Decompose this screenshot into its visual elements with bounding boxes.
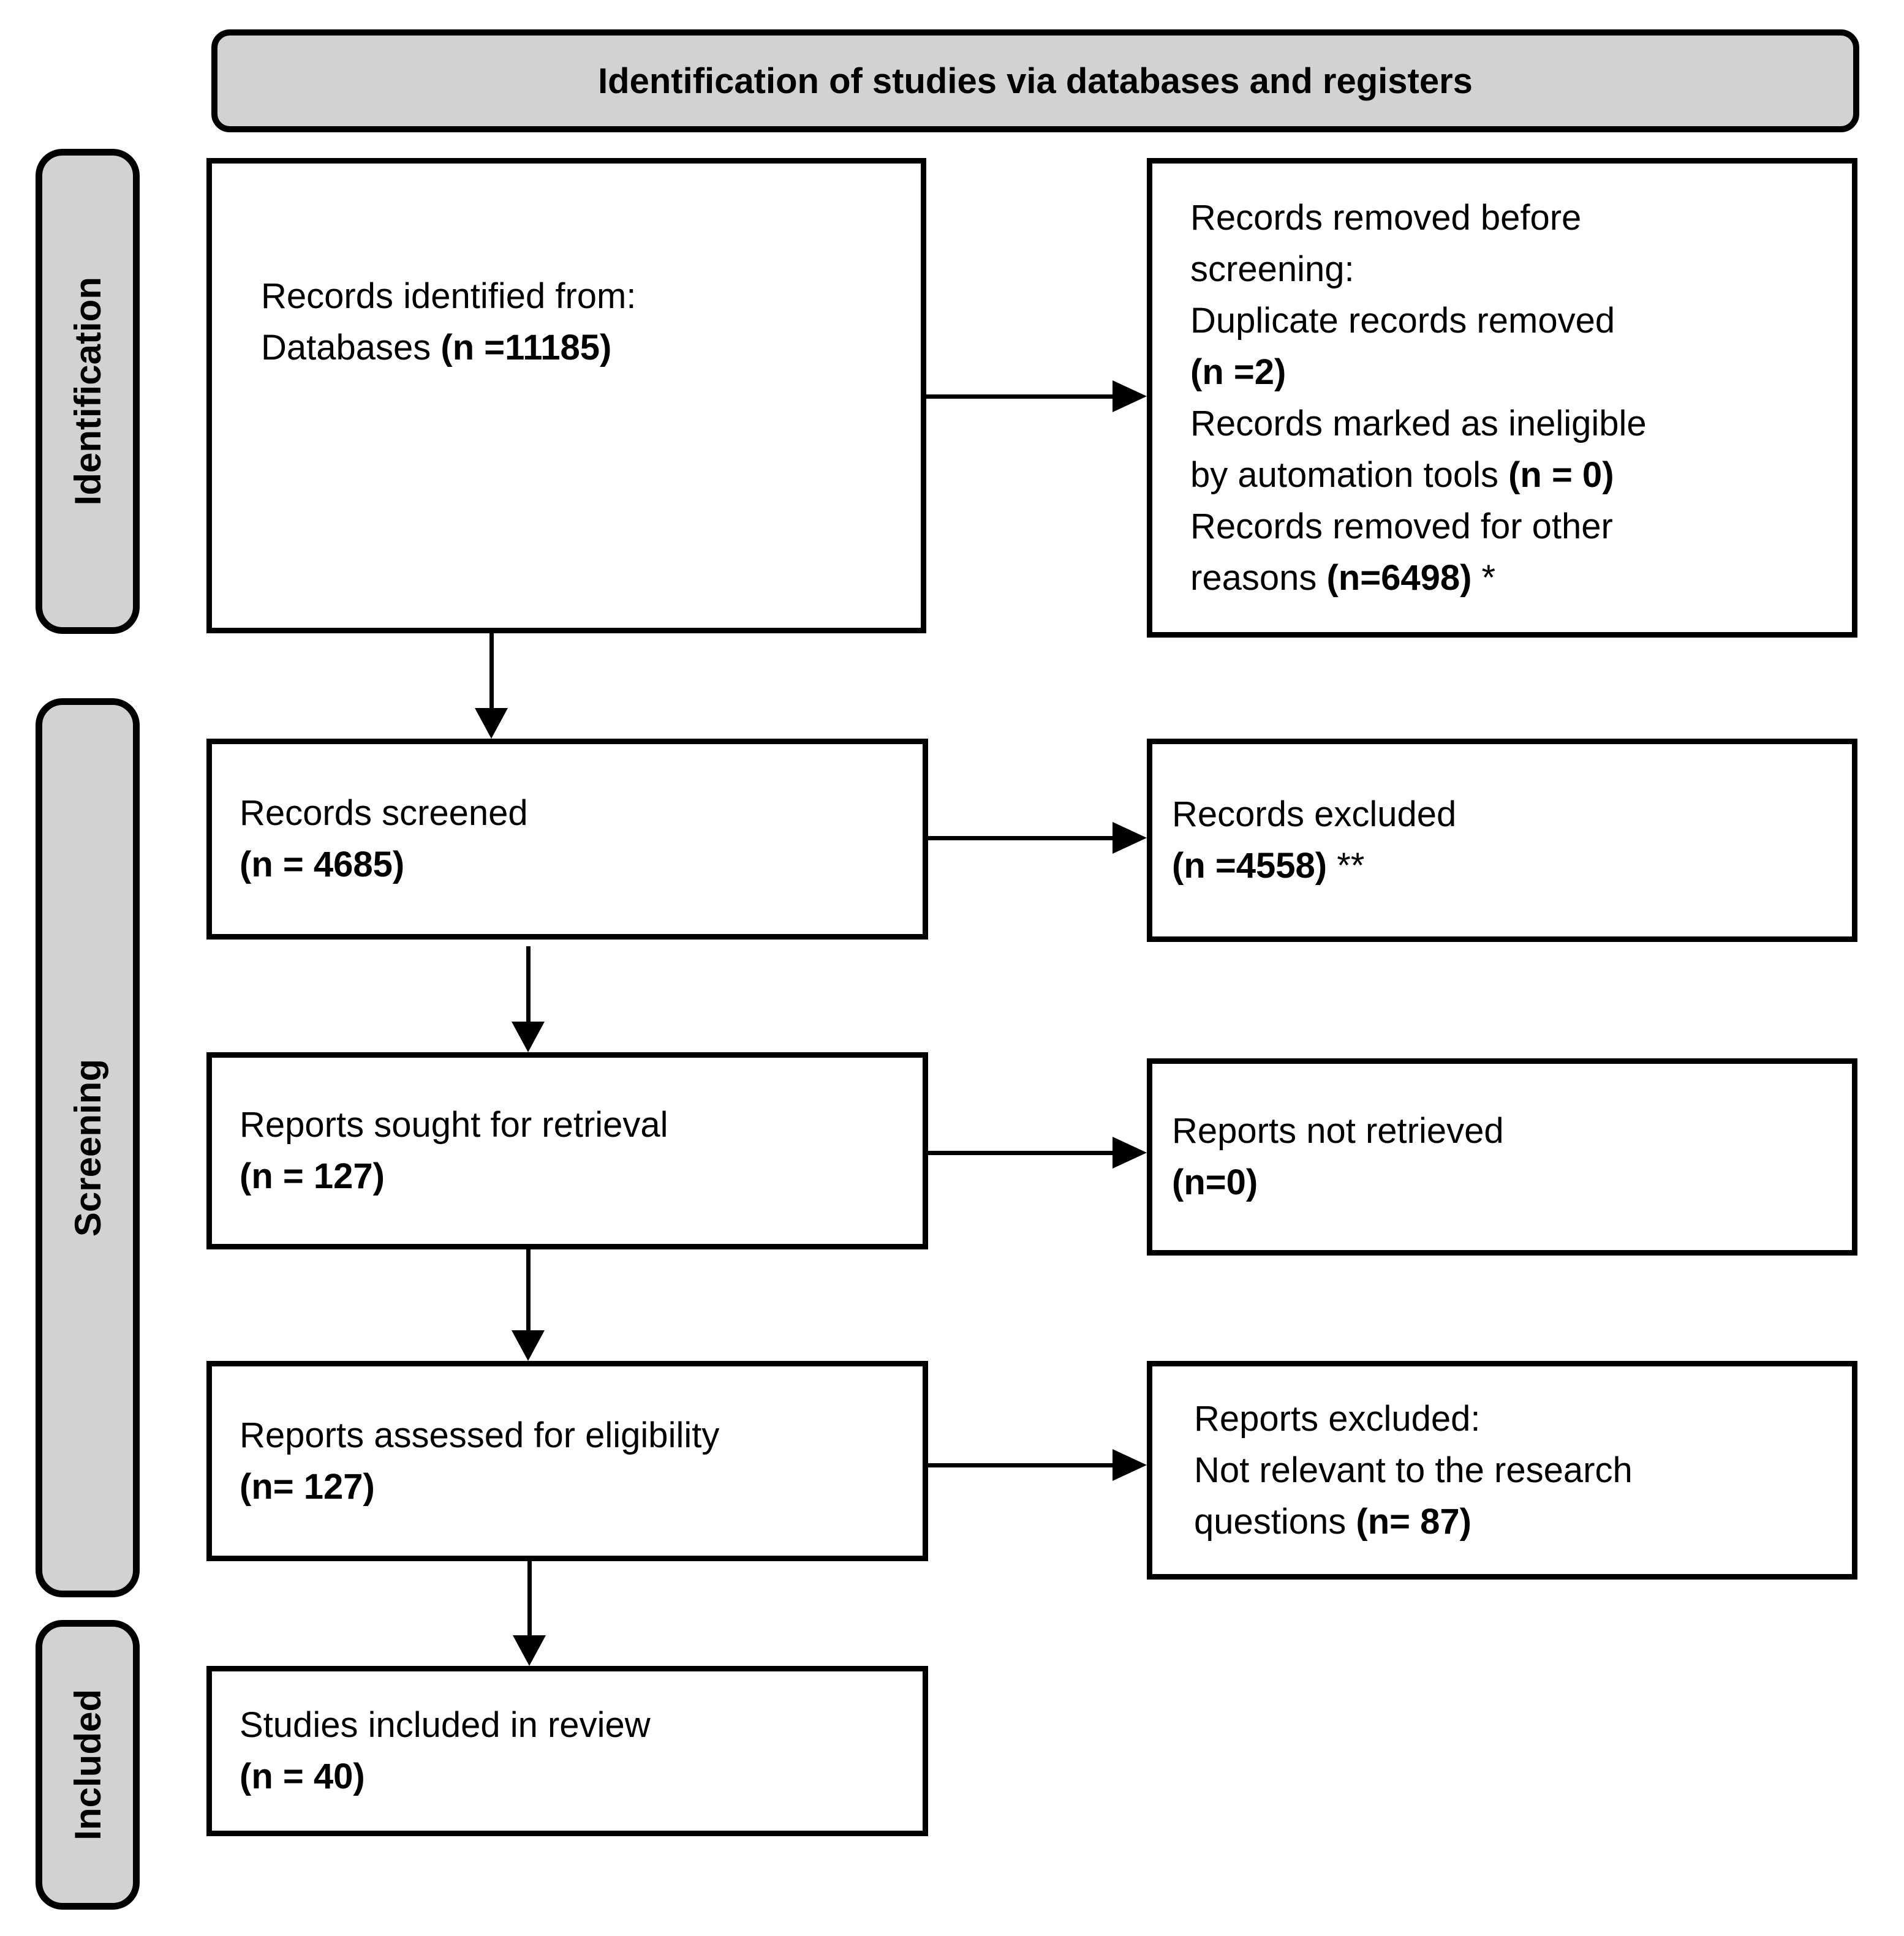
- box-records-identified-line1: Records identified from:: [261, 276, 637, 316]
- box-reports-excluded-line2: Not relevant to the research: [1194, 1450, 1633, 1490]
- box-records-excluded: Records excluded (n =4558) **: [1147, 739, 1857, 942]
- diagram-title: Identification of studies via databases …: [598, 61, 1473, 101]
- stage-label-screening: Screening: [36, 698, 140, 1597]
- arrow-assessed-to-included-head: [513, 1635, 546, 1666]
- box-reports-not-retrieved: Reports not retrieved (n=0): [1147, 1058, 1857, 1256]
- box-records-removed-line6: by automation tools (n = 0): [1190, 454, 1614, 495]
- stage-label-identification-text: Identification: [67, 277, 108, 506]
- box-records-removed-line1: Records removed before: [1190, 197, 1582, 238]
- box-records-removed-line7: Records removed for other: [1190, 506, 1613, 546]
- arrow-sought-to-notretrieved-head: [1113, 1137, 1147, 1169]
- box-records-identified-line2: Databases (n =11185): [261, 328, 612, 367]
- stage-label-included-text: Included: [67, 1689, 108, 1840]
- box-reports-sought-line2: (n = 127): [240, 1156, 385, 1196]
- box-reports-assessed-line2: (n= 127): [240, 1466, 375, 1507]
- box-reports-excluded-line3: questions (n= 87): [1194, 1501, 1471, 1542]
- box-records-removed-line3: Duplicate records removed: [1190, 300, 1615, 341]
- box-records-removed-line5: Records marked as ineligible: [1190, 403, 1647, 443]
- box-reports-sought-line1: Reports sought for retrieval: [240, 1105, 668, 1145]
- box-records-removed: Records removed before screening: Duplic…: [1147, 158, 1857, 638]
- box-studies-included-line2: (n = 40): [240, 1757, 365, 1796]
- box-records-removed-line4: (n =2): [1190, 352, 1286, 392]
- box-records-screened: Records screened (n = 4685): [206, 739, 928, 940]
- box-records-excluded-line1: Records excluded: [1172, 794, 1457, 834]
- box-studies-included-line1: Studies included in review: [240, 1705, 651, 1745]
- arrow-identified-to-screened-head: [475, 708, 508, 739]
- box-studies-included: Studies included in review (n = 40): [206, 1666, 928, 1836]
- arrow-screened-to-excluded-line: [928, 836, 1114, 840]
- diagram-title-banner: Identification of studies via databases …: [211, 29, 1859, 132]
- box-records-identified: Records identified from: Databases (n =1…: [206, 158, 926, 633]
- arrow-sought-to-notretrieved-line: [928, 1151, 1114, 1155]
- box-reports-excluded: Reports excluded: Not relevant to the re…: [1147, 1361, 1857, 1580]
- box-reports-sought: Reports sought for retrieval (n = 127): [206, 1052, 928, 1249]
- box-records-removed-line8: reasons (n=6498) *: [1190, 557, 1496, 598]
- box-records-screened-line1: Records screened: [240, 793, 528, 833]
- arrow-identified-to-removed-line: [926, 394, 1114, 399]
- stage-label-identification: Identification: [36, 149, 140, 634]
- box-records-removed-line2: screening:: [1190, 249, 1354, 289]
- stage-label-screening-text: Screening: [67, 1058, 108, 1237]
- arrow-assessed-to-reportsexcluded-head: [1113, 1449, 1147, 1481]
- box-reports-assessed: Reports assessed for eligibility (n= 127…: [206, 1361, 928, 1561]
- box-reports-assessed-line1: Reports assessed for eligibility: [240, 1415, 720, 1455]
- arrow-sought-to-assessed-head: [512, 1330, 545, 1361]
- arrow-sought-to-assessed-line: [526, 1249, 531, 1331]
- stage-label-included: Included: [36, 1620, 140, 1910]
- arrow-screened-to-sought-line: [526, 946, 531, 1023]
- box-records-excluded-line2: (n =4558) **: [1172, 846, 1365, 886]
- arrow-identified-to-screened-line: [489, 633, 494, 709]
- box-records-screened-line2: (n = 4685): [240, 845, 405, 884]
- box-reports-not-retrieved-line1: Reports not retrieved: [1172, 1111, 1504, 1151]
- arrow-assessed-to-included-line: [527, 1561, 532, 1637]
- box-reports-not-retrieved-line2: (n=0): [1172, 1162, 1258, 1202]
- arrow-identified-to-removed-head: [1113, 380, 1147, 412]
- box-reports-excluded-line1: Reports excluded:: [1194, 1398, 1481, 1439]
- arrow-screened-to-excluded-head: [1113, 822, 1147, 854]
- arrow-screened-to-sought-head: [512, 1022, 545, 1052]
- arrow-assessed-to-reportsexcluded-line: [926, 1463, 1114, 1467]
